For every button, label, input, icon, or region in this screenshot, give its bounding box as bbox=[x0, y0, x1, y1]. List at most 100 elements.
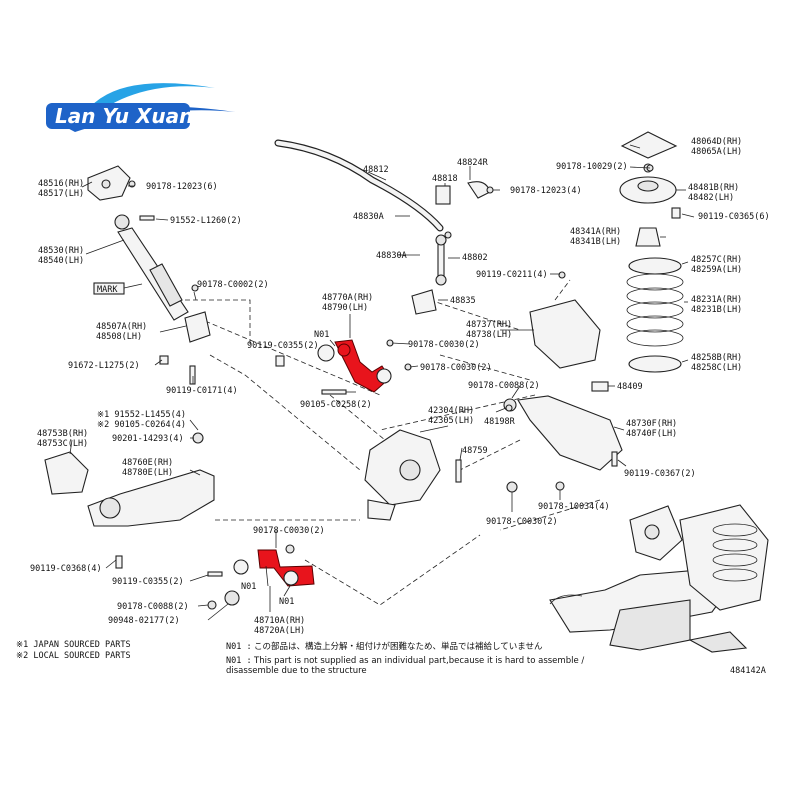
leader-lines bbox=[69, 144, 695, 621]
label-48790: 48790(LH) bbox=[322, 303, 368, 313]
arm-bushing-left bbox=[317, 344, 335, 362]
brand-logo: Lan Yu Xuan bbox=[46, 83, 235, 132]
mark-box bbox=[93, 282, 125, 295]
label-48409: 48409 bbox=[617, 382, 643, 392]
lower-arm-48730F bbox=[503, 299, 623, 493]
label-48824R: 48824R bbox=[457, 158, 489, 168]
label-48530: 48530(RH) bbox=[38, 246, 84, 256]
lower-arm-body bbox=[517, 395, 623, 471]
label-48753B: 48753B(RH) bbox=[37, 429, 88, 439]
logo-text: Lan Yu Xuan bbox=[55, 104, 193, 128]
upper-support bbox=[620, 131, 678, 159]
footnote-n01-en-key: N01 : bbox=[226, 656, 252, 666]
label-91552-L1260: 91552-L1260(2) bbox=[170, 216, 242, 226]
label-48258B: 48258B(RH) bbox=[691, 353, 742, 363]
link-bracket-48835 bbox=[411, 289, 437, 315]
stabilizer-bar-assembly bbox=[274, 139, 491, 315]
label-90201-14293: 90201-14293(4) bbox=[112, 434, 184, 444]
label-48830A-b: 48830A bbox=[376, 251, 407, 261]
label-48065A: 48065A(LH) bbox=[691, 147, 742, 157]
diagram-id: 484142A bbox=[730, 666, 766, 676]
label-90178-C0030-b: 90178-C0030(2) bbox=[420, 363, 492, 373]
label-48759: 48759 bbox=[462, 446, 488, 456]
toe-arm-bushing-right bbox=[283, 570, 299, 586]
footnotes: ※1 JAPAN SOURCED PARTS ※2 LOCAL SOURCED … bbox=[16, 640, 766, 676]
label-90178-C0030-d: 90178-C0030(2) bbox=[253, 526, 325, 536]
label-48753C: 48753C(LH) bbox=[37, 439, 88, 449]
label-48507A: 48507A(RH) bbox=[96, 322, 147, 332]
footnote-n01-jp-key: N01 : bbox=[226, 642, 252, 652]
label-48737: 48737(RH) bbox=[466, 320, 512, 330]
label-48740F: 48740F(LH) bbox=[626, 429, 677, 439]
highlighted-arm-48710A bbox=[207, 544, 315, 610]
footnote-local: ※2 LOCAL SOURCED PARTS bbox=[16, 651, 131, 661]
label-90119-C0368: 90119-C0368(4) bbox=[30, 564, 102, 574]
label-48508: 48508(LH) bbox=[96, 332, 142, 342]
label-91672: 91672-L1275(2) bbox=[68, 361, 140, 371]
label-n01-a: N01 bbox=[314, 330, 329, 340]
toe-arm-red bbox=[257, 549, 315, 587]
footnote-n01-en-2: disassemble due to the structure bbox=[226, 666, 367, 676]
label-90105-C0258: 90105-C0258(2) bbox=[300, 400, 372, 410]
arm-protector-48753B bbox=[44, 451, 89, 495]
stabilizer-bushing bbox=[435, 185, 451, 205]
toe-arm-bushing-left bbox=[233, 559, 249, 575]
shock-absorber-assembly bbox=[87, 165, 211, 343]
label-48738: 48738(LH) bbox=[466, 330, 512, 340]
label-90119-C0211: 90119-C0211(4) bbox=[476, 270, 548, 280]
label-90119-C0365: 90119-C0365(6) bbox=[698, 212, 770, 222]
highlighted-arm-48770A bbox=[317, 339, 392, 393]
arm-bushing-right bbox=[376, 368, 392, 384]
label-48341B: 48341B(LH) bbox=[570, 237, 621, 247]
label-90119-C0355-b: 90119-C0355(2) bbox=[112, 577, 184, 587]
footnote-n01-jp: この部品は、構造上分解・組付けが困難なため、単品では補給していません bbox=[254, 641, 543, 652]
label-48780E: 48780E(LH) bbox=[122, 468, 173, 478]
footnote-japan: ※1 JAPAN SOURCED PARTS bbox=[16, 640, 131, 650]
label-90178-C0088-a: 90178-C0088(2) bbox=[468, 381, 540, 391]
shock-lower-bushing bbox=[184, 311, 211, 343]
spring-insulator-upper bbox=[628, 257, 682, 275]
label-48341A: 48341A(RH) bbox=[570, 227, 621, 237]
label-48259A: 48259A(LH) bbox=[691, 265, 742, 275]
rear-axle-carrier bbox=[364, 429, 462, 521]
part-labels: 48516(RH) 48517(LH) 90178-12023(6) 91552… bbox=[30, 137, 770, 636]
washer-90948 bbox=[224, 590, 240, 606]
label-48516: 48516(RH) bbox=[38, 179, 84, 189]
label-48760E: 48760E(RH) bbox=[122, 458, 173, 468]
footnote-n01-en-1: This part is not supplied as an individu… bbox=[253, 656, 584, 666]
label-48257C: 48257C(RH) bbox=[691, 255, 742, 265]
label-48231B: 48231B(LH) bbox=[691, 305, 742, 315]
mount-hole bbox=[101, 179, 111, 189]
label-90178-C0030-c: 90178-C0030(2) bbox=[486, 517, 558, 527]
label-n01-c: N01 bbox=[279, 597, 294, 607]
label-48730F: 48730F(RH) bbox=[626, 419, 677, 429]
label-48818: 48818 bbox=[432, 174, 458, 184]
bracket-48737 bbox=[529, 299, 601, 369]
rear-suspension-assembly-view bbox=[549, 504, 769, 653]
label-90178-C0002: 90178-C0002(2) bbox=[197, 280, 269, 290]
label-91552-L1455: ※1 91552-L1455(4) bbox=[97, 410, 186, 420]
label-48517: 48517(LH) bbox=[38, 189, 84, 199]
label-48835: 48835 bbox=[450, 296, 476, 306]
label-48802: 48802 bbox=[462, 253, 488, 263]
bolt-48409 bbox=[591, 381, 609, 392]
logo-swoosh-upper bbox=[82, 83, 215, 118]
stabilizer-link bbox=[437, 239, 445, 281]
label-48231A: 48231A(RH) bbox=[691, 295, 742, 305]
fasteners bbox=[115, 164, 681, 577]
label-90178-10029: 90178-10029(2) bbox=[556, 162, 628, 172]
bump-stopper bbox=[635, 227, 661, 247]
label-90178-12023-b: 90178-12023(4) bbox=[510, 186, 582, 196]
label-48830A-a: 48830A bbox=[353, 212, 384, 222]
label-48482: 48482(LH) bbox=[688, 193, 734, 203]
spring-insulator-lower bbox=[628, 355, 682, 373]
label-48258C: 48258C(LH) bbox=[691, 363, 742, 373]
label-48540: 48540(LH) bbox=[38, 256, 84, 266]
label-90178-12023-a: 90178-12023(6) bbox=[146, 182, 218, 192]
label-n01-b: N01 bbox=[241, 582, 256, 592]
shock-lower-body bbox=[149, 263, 183, 307]
label-90119-C0367: 90119-C0367(2) bbox=[624, 469, 696, 479]
shock-top-bushing bbox=[114, 214, 130, 230]
label-48770A: 48770A(RH) bbox=[322, 293, 373, 303]
